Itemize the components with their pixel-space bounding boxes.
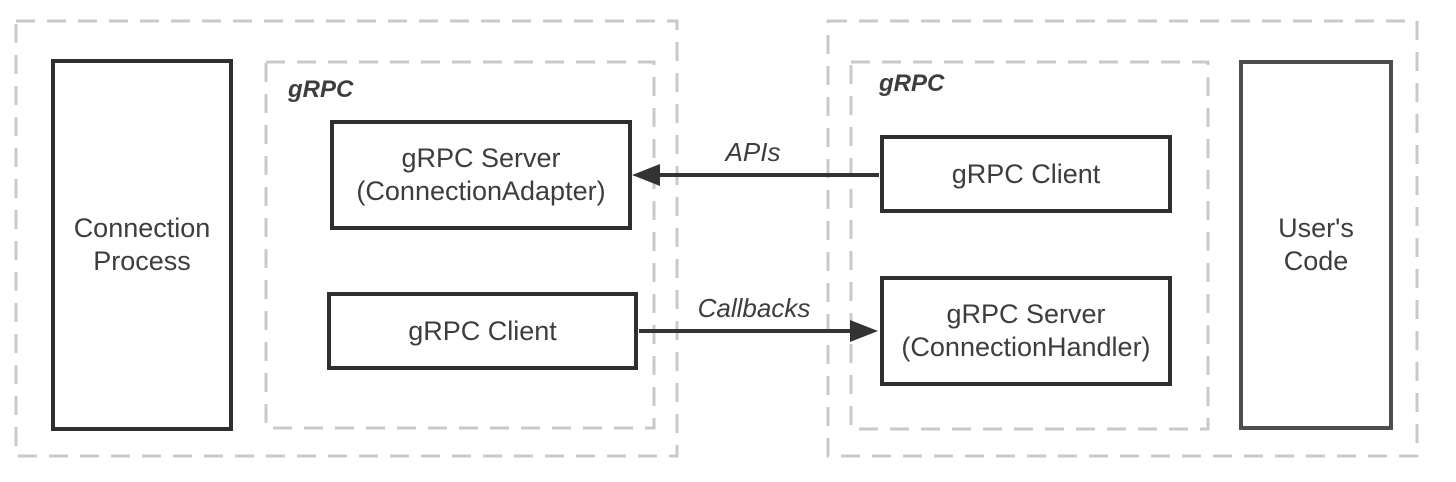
right-grpc-client-box: gRPC Client (880, 135, 1172, 213)
grpc-server-adapter-line1: gRPC Server (401, 143, 561, 173)
right-grpc-client-label: gRPC Client (951, 158, 1101, 189)
users-code-label: User's Code (1278, 213, 1354, 276)
left-grpc-dashed-container (264, 60, 656, 430)
apis-arrow-label: APIs (725, 137, 781, 167)
right-process-dashed-container (826, 19, 1419, 458)
connection-process-label: Connection Process (73, 213, 211, 276)
grpc-server-adapter-box: gRPC Server (ConnectionAdapter) (330, 120, 632, 230)
callbacks-arrow-head-icon (850, 320, 878, 342)
left-grpc-label: gRPC (288, 76, 354, 103)
grpc-server-handler-line1: gRPC Server (946, 299, 1106, 329)
right-grpc-dashed-container (849, 60, 1210, 431)
left-grpc-client-label: gRPC Client (408, 315, 557, 346)
connection-process-box: Connection Process (51, 59, 233, 431)
grpc-server-handler-line2: (ConnectionHandler) (901, 332, 1151, 362)
users-code-box: User's Code (1239, 60, 1393, 430)
callbacks-arrow-label: Callbacks (697, 293, 811, 323)
grpc-server-handler-box: gRPC Server (ConnectionHandler) (880, 276, 1172, 386)
grpc-server-adapter-line2: (ConnectionAdapter) (356, 176, 606, 206)
right-grpc-label: gRPC (879, 70, 945, 97)
apis-arrow-head-icon (632, 164, 660, 186)
left-grpc-client-box: gRPC Client (327, 292, 638, 370)
left-process-dashed-container (14, 19, 679, 458)
